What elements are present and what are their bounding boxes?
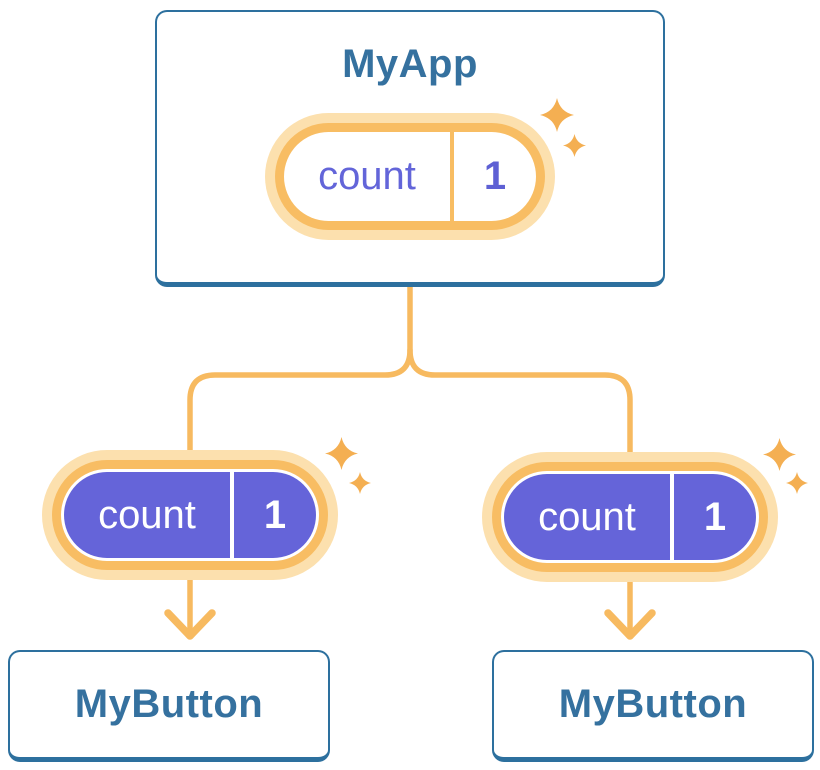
state-pill-left-child: count 1: [42, 450, 338, 580]
pill-ring: count 1: [52, 460, 328, 570]
arrow-down-icon: [604, 609, 656, 640]
pill-ring: count 1: [275, 123, 545, 230]
sparkle-large-icon: [540, 98, 574, 132]
pill-fill: count 1: [64, 472, 316, 558]
component-card-mybutton-left: MyButton: [8, 650, 330, 762]
pill-body: count 1: [61, 469, 319, 561]
pill-body: count 1: [284, 132, 536, 221]
state-pill-right-child: count 1: [482, 452, 778, 582]
arrow-down-icon: [164, 609, 216, 640]
sparkle-small-icon: [349, 472, 371, 494]
component-title: MyButton: [558, 682, 748, 726]
state-value: 1: [483, 154, 507, 198]
state-value: 1: [703, 494, 727, 539]
pill-fill: count 1: [504, 474, 756, 560]
sparkle-small-icon: [563, 134, 586, 157]
sparkle-large-icon: [763, 438, 796, 471]
pill-body: count 1: [501, 471, 759, 563]
state-pill-root: count 1: [265, 113, 555, 240]
state-name: count: [538, 494, 636, 539]
state-name: count: [318, 154, 416, 198]
pill-divider: [450, 132, 454, 221]
pill-divider: [230, 472, 234, 558]
component-card-mybutton-right: MyButton: [492, 650, 814, 762]
state-name: count: [98, 492, 196, 537]
component-title: MyButton: [74, 682, 264, 726]
sparkle-small-icon: [786, 472, 808, 494]
component-title: MyApp: [342, 42, 478, 86]
pill-ring: count 1: [492, 462, 768, 572]
sparkle-large-icon: [325, 437, 358, 470]
pill-divider: [670, 474, 674, 560]
state-value: 1: [263, 492, 287, 537]
connector-right-branch: [407, 347, 633, 633]
